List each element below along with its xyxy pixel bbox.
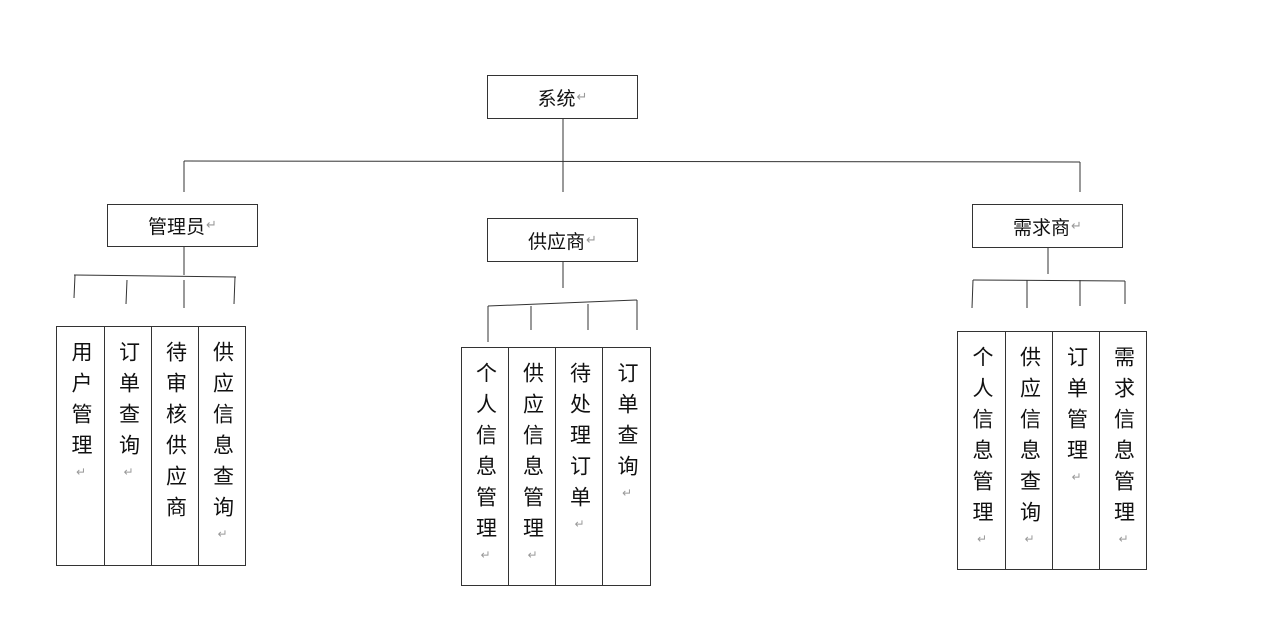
group-label-demander: 需求商 <box>1013 216 1071 239</box>
leaf-supplier-personal-info: 个人信息管理↵ <box>461 347 509 586</box>
paragraph-mark-icon: ↵ <box>1069 470 1084 484</box>
admin-tick-1 <box>73 274 76 299</box>
leaf-demander-supply-info-query: 供应信息查询↵ <box>1005 331 1053 570</box>
paragraph-mark-icon: ↵ <box>478 548 493 562</box>
paragraph-mark-icon: ↵ <box>975 532 989 546</box>
leaf-supplier-pending-orders: 待处理订单↵ <box>555 347 603 586</box>
leaf-admin-pending-suppliers: 待审核供应商 <box>151 326 199 566</box>
paragraph-mark-icon: ↵ <box>586 232 597 248</box>
paragraph-mark-icon: ↵ <box>1071 218 1082 234</box>
leaf-label: 需求信息管理↵ <box>1111 346 1136 546</box>
leaf-label: 用户管理↵ <box>69 341 93 479</box>
leaf-demander-demand-info: 需求信息管理↵ <box>1099 331 1147 570</box>
paragraph-mark-icon: ↵ <box>572 517 587 531</box>
leaf-label: 待处理订单↵ <box>567 362 592 531</box>
paragraph-mark-icon: ↵ <box>1116 532 1131 546</box>
leaf-admin-user-management: 用户管理↵ <box>56 326 105 566</box>
leaf-label: 订单查询↵ <box>615 362 639 500</box>
leaf-label: 供应信息管理↵ <box>520 362 545 562</box>
root-label: 系统 <box>537 87 576 110</box>
top-bus <box>183 160 1081 163</box>
leaf-label: 供应信息查询↵ <box>1017 346 1042 546</box>
group-node-supplier: 供应商↵ <box>487 218 638 262</box>
group-label-admin: 管理员 <box>148 216 206 238</box>
paragraph-mark-icon: ↵ <box>215 527 230 541</box>
root-node: 系统↵ <box>487 75 638 119</box>
group-node-demander: 需求商↵ <box>972 204 1123 248</box>
leaf-demander-personal-info: 个人信息管理↵ <box>957 331 1006 570</box>
admin-bus <box>73 274 237 278</box>
leaf-label: 个人信息管理↵ <box>473 362 498 562</box>
paragraph-mark-icon: ↵ <box>525 548 540 562</box>
leaf-supplier-order-query: 订单查询↵ <box>602 347 651 586</box>
leaf-demander-order-management: 订单管理↵ <box>1052 331 1100 570</box>
admin-tick-4 <box>233 276 236 305</box>
leaf-supplier-supply-info: 供应信息管理↵ <box>508 347 556 586</box>
paragraph-mark-icon: ↵ <box>576 89 588 105</box>
group-node-admin: 管理员↵ <box>107 204 258 247</box>
leaf-label: 供应信息查询↵ <box>210 341 235 541</box>
paragraph-mark-icon: ↵ <box>620 486 634 500</box>
leaf-admin-order-query: 订单查询↵ <box>104 326 152 566</box>
demander-tick-1 <box>971 279 974 309</box>
admin-tick-2 <box>125 279 128 305</box>
leaf-admin-supply-info-query: 供应信息查询↵ <box>198 326 246 566</box>
leaf-label: 个人信息管理↵ <box>970 346 994 546</box>
leaf-label: 订单管理↵ <box>1064 346 1089 484</box>
supplier-bus <box>487 299 638 307</box>
paragraph-mark-icon: ↵ <box>74 465 88 479</box>
demander-bus <box>972 279 1126 282</box>
paragraph-mark-icon: ↵ <box>206 218 217 233</box>
paragraph-mark-icon: ↵ <box>121 465 136 479</box>
paragraph-mark-icon: ↵ <box>1022 532 1037 546</box>
group-label-supplier: 供应商 <box>528 230 586 253</box>
leaf-label: 待审核供应商 <box>163 341 188 527</box>
leaf-label: 订单查询↵ <box>116 341 141 479</box>
